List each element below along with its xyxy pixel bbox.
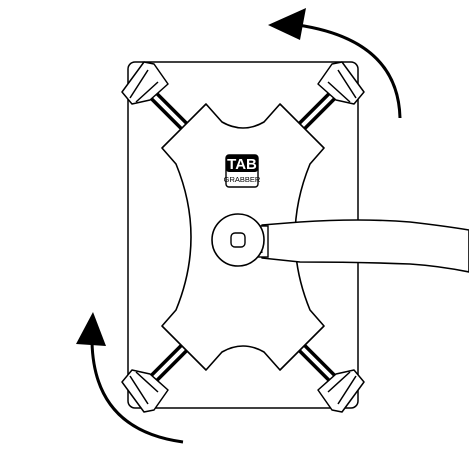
arm-bottom-left: [146, 340, 192, 386]
mounting-knob: [211, 213, 265, 267]
corner-clip-bottom-left: [121, 369, 169, 413]
rotation-arrows: [76, 8, 402, 444]
arm-top-right: [294, 88, 340, 134]
arm-top-left: [146, 88, 192, 134]
mounting-cable: [255, 219, 469, 273]
brand-logo: TAB GRABBER: [224, 154, 261, 188]
corner-clip-top-right: [317, 61, 365, 105]
clamp-arms: [146, 88, 340, 386]
corner-clips: [121, 61, 365, 413]
rotation-arrow-bottom-left: [76, 312, 184, 444]
logo-text-bottom: GRABBER: [224, 175, 261, 184]
corner-clip-bottom-right: [317, 369, 365, 413]
corner-clip-top-left: [121, 61, 169, 105]
logo-text-top: TAB: [227, 156, 257, 173]
rotation-arrow-top-right: [268, 8, 402, 119]
arm-bottom-right: [294, 340, 340, 386]
